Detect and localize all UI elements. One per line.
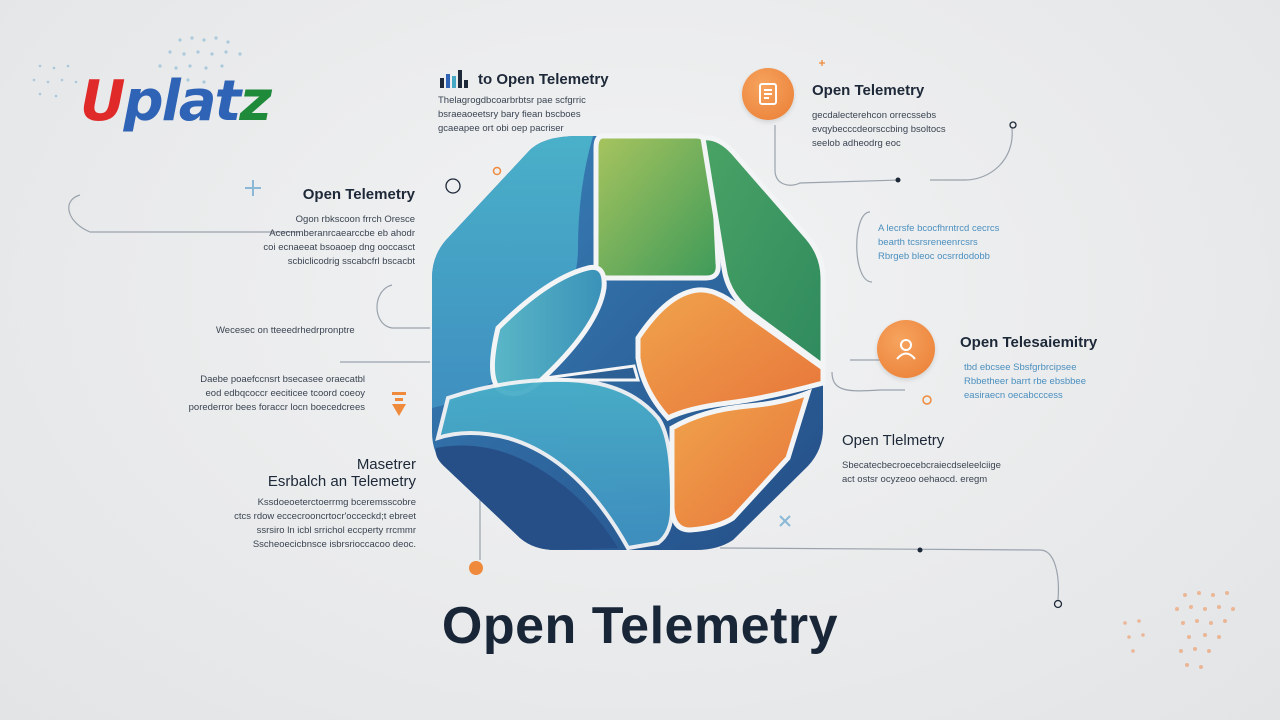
left-block-1-line-1: Ogon rbkscoon frrch Oresce	[295, 214, 415, 225]
left-block-1-line-4: scbiclicodrig sscabcfrl bscacbt	[287, 256, 415, 267]
left-block-3-title-1: Masetrer	[356, 456, 416, 473]
right-block-1: Open Telemetry gecdalecterehcon orrecsse…	[812, 82, 946, 151]
right-block-1-title: Open Telemetry	[812, 82, 925, 99]
right-block-3: Open Tlelmetry Sbecatecbecroecebcraiecds…	[842, 432, 1001, 487]
left-block-2-line-2: eod edbqcoccr eeciticee tcoord coeoy	[205, 388, 366, 399]
left-block-3: Masetrer Esrbalch an Telemetry Kssdoeoet…	[234, 456, 416, 552]
left-block-1: Open Telemetry Ogon rbkscoon frrch Oresc…	[263, 186, 415, 269]
right-blue-line-3: Rbrgeb bleoc ocsrrdodobb	[878, 251, 990, 262]
main-title: Open Telemetry	[441, 597, 839, 655]
right-block-3-line-2: act ostsr ocyzeoo oehaocd. eregm	[842, 474, 988, 485]
right-block-3-line-1: Sbecatecbecroecebcraiecdseleelciige	[842, 460, 1001, 471]
left-block-2: Daebe poaefccnsrt bsecasee oraecatbl eod…	[189, 373, 365, 415]
left-block-3-line-3: ssrsiro ln icbl srrichol eccperty rrcmmr	[256, 525, 416, 536]
right-blue-line-2: bearth tcsrsreneenrcsrs	[878, 237, 978, 248]
right-blue-block: A lecrsfe bcocfhrntrcd cecrcs bearth tcs…	[878, 222, 999, 264]
right-block-2-line-3: easiraecn oecabcccess	[964, 390, 1063, 401]
right-block-2: Open Telesaiemitry tbd ebcsee Sbsfgrbrci…	[960, 334, 1097, 403]
right-block-1-line-3: seelob adheodrg eoc	[812, 138, 901, 149]
right-block-2-line-2: Rbbetheer barrt rbe ebsbbee	[964, 376, 1086, 387]
right-block-3-title: Open Tlelmetry	[842, 432, 945, 449]
right-block-2-title: Open Telesaiemitry	[960, 334, 1098, 351]
person-badge	[877, 320, 935, 378]
right-block-1-line-1: gecdalecterehcon orrecssebs	[812, 110, 937, 121]
left-block-3-line-2: ctcs rdow eccecrooncrtocr'occeckd;t ebre…	[234, 511, 416, 522]
left-block-2-line-3: porederror bees foraccr locn boecedcrees	[188, 402, 365, 413]
top-header-line-2: bsraeaoeetsry bary fiean bscboes	[438, 109, 581, 120]
left-block-1-line-2: Acecnmberanrcaearccbe eb ahodr	[269, 228, 415, 239]
right-blue-line-1: A lecrsfe bcocfhrntrcd cecrcs	[878, 223, 1000, 234]
left-block-1-title: Open Telemetry	[302, 186, 415, 203]
top-header-line-1: Thelagrogdbcoarbrbtsr pae scfgrric	[438, 95, 586, 106]
right-block-2-line-1: tbd ebcsee Sbsfgrbrcipsee	[964, 362, 1077, 373]
person-icon	[896, 339, 916, 360]
top-header-line-3: gcaeapee ort obi oep pacriser	[438, 123, 564, 134]
top-header-title: to Open Telemetry	[478, 70, 609, 88]
document-icon	[759, 83, 777, 105]
left-block-2-line-1: Daebe poaefccnsrt bsecasee oraecatbl	[200, 374, 365, 385]
left-block-3-line-1: Kssdoeoeterctoerrmg bceremsscobre	[257, 497, 416, 508]
left-block-3-line-4: Sscheoecicbnsce isbrsrioccacoo deoc.	[252, 539, 416, 550]
top-header-block: to Open Telemetry Thelagrogdbcoarbrbtsr …	[438, 70, 609, 136]
dot-pattern-bottom-right	[1123, 591, 1235, 669]
right-block-1-line-2: evqybecccdeorsccbing bsoltocs	[812, 124, 946, 135]
uplatz-logo: Uplatz	[80, 69, 272, 134]
left-block-3-title-2: Esrbalch an Telemetry	[267, 473, 416, 490]
left-block-1-line-3: coi ecnaeeat bsoaoep dng ooccasct	[263, 242, 415, 253]
bar-chart-icon	[440, 70, 468, 88]
document-badge	[742, 68, 794, 120]
opentelemetry-hexagon-graphic	[432, 133, 826, 551]
dot-pattern-top-left	[32, 36, 242, 98]
left-single-line: Wecesec on tteeedrhedrpronptre	[216, 325, 355, 336]
